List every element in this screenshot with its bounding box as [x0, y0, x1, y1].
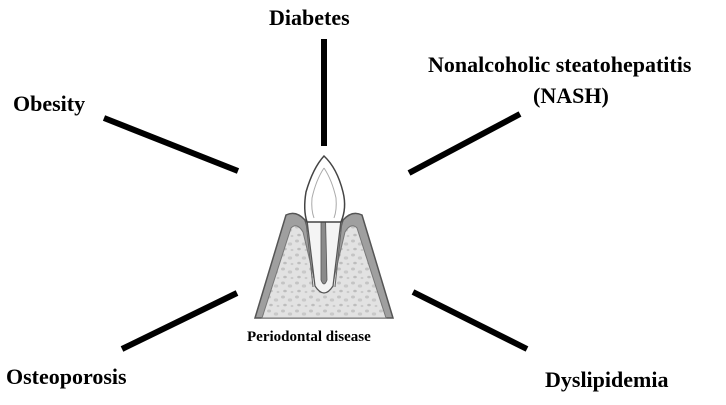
label-osteoporosis: Osteoporosis — [6, 364, 127, 389]
tooth-icon — [253, 154, 395, 319]
label-nash-line1: Nonalcoholic steatohepatitis — [428, 52, 692, 77]
label-periodontal-disease: Periodontal disease — [247, 329, 371, 345]
label-obesity: Obesity — [13, 91, 86, 116]
label-nash-line2: (NASH) — [533, 83, 609, 108]
connector-obesity — [102, 115, 240, 174]
connector-nash — [407, 111, 522, 176]
label-diabetes: Diabetes — [269, 5, 350, 30]
label-dyslipidemia: Dyslipidemia — [545, 367, 669, 392]
connector-osteoporosis — [120, 290, 239, 352]
connector-dyslipidemia — [411, 289, 529, 352]
